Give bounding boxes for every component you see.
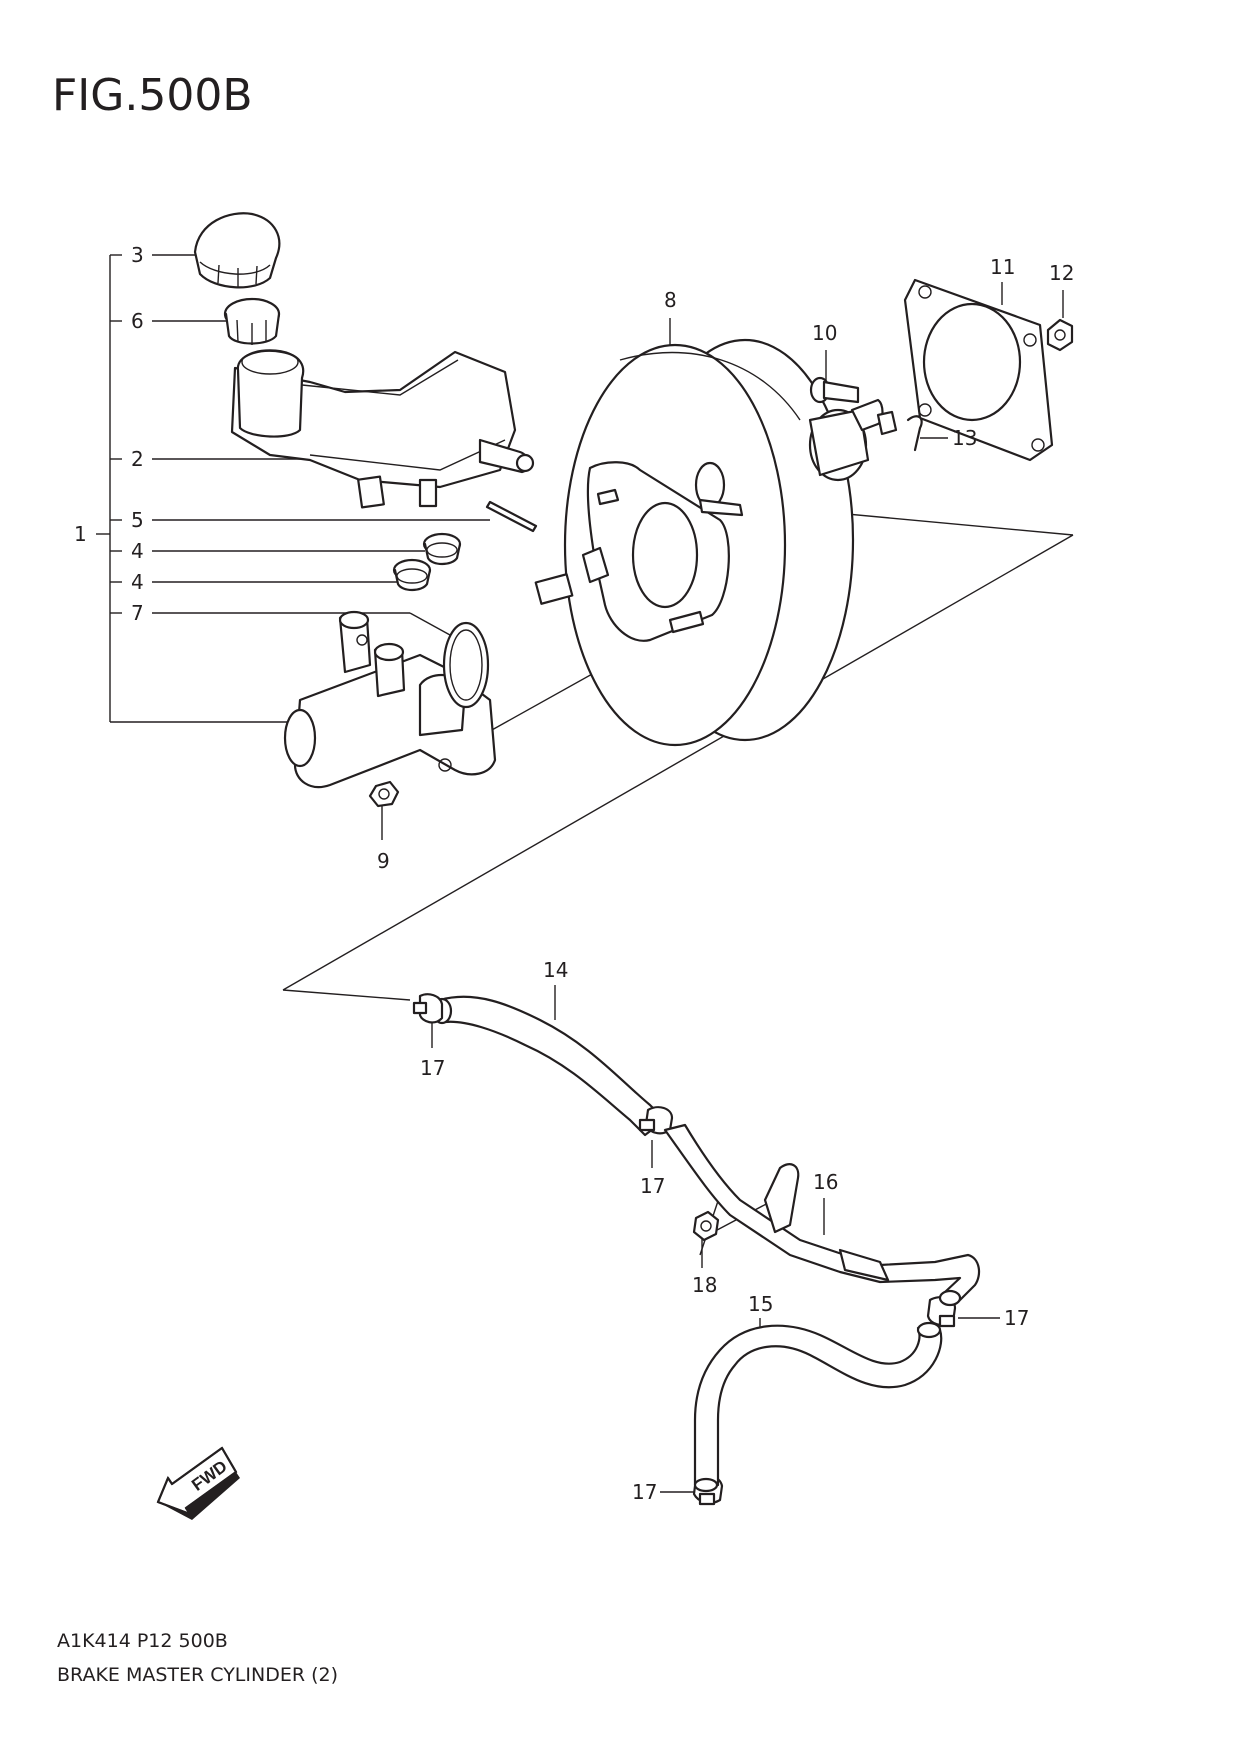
callout-17-c: 17 xyxy=(1004,1306,1029,1330)
master-cylinder xyxy=(283,610,497,789)
callout-4-upper: 4 xyxy=(131,539,144,563)
hose-clamp-a xyxy=(412,993,444,1024)
callout-13: 13 xyxy=(952,426,977,450)
brake-booster xyxy=(534,338,898,747)
callout-6: 6 xyxy=(131,309,144,333)
callout-1: 1 xyxy=(74,522,87,546)
booster-gasket xyxy=(903,278,1054,462)
figure-code: A1K414 P12 500B xyxy=(57,1630,228,1652)
callout-16: 16 xyxy=(813,1170,838,1194)
callout-17-b: 17 xyxy=(640,1174,665,1198)
check-valve-pipe xyxy=(663,1123,981,1307)
callout-17-d: 17 xyxy=(632,1480,657,1504)
callout-10: 10 xyxy=(812,321,837,345)
reservoir-tank xyxy=(230,349,535,509)
callout-11: 11 xyxy=(990,255,1015,279)
callout-14: 14 xyxy=(543,958,568,982)
reservoir-filter xyxy=(223,297,281,345)
callout-labels: 1 3 6 2 5 4 4 7 8 9 10 11 12 13 14 17 17… xyxy=(74,243,1074,1504)
callout-3: 3 xyxy=(131,243,144,267)
callout-2: 2 xyxy=(131,447,144,471)
retaining-pin xyxy=(485,500,538,533)
reservoir-cap xyxy=(193,212,281,289)
callout-18: 18 xyxy=(692,1273,717,1297)
callout-8: 8 xyxy=(664,288,677,312)
assembly-bracket xyxy=(96,254,290,723)
callout-5: 5 xyxy=(131,508,144,532)
vacuum-hose-lower xyxy=(693,1321,943,1493)
retaining-clip xyxy=(906,415,923,452)
callout-12: 12 xyxy=(1049,261,1074,285)
vacuum-hose xyxy=(431,995,667,1137)
grommet-lower xyxy=(392,558,432,592)
gasket-nut xyxy=(1046,318,1074,352)
callout-17-a: 17 xyxy=(420,1056,445,1080)
figure-caption: BRAKE MASTER CYLINDER (2) xyxy=(57,1664,339,1686)
mounting-nut xyxy=(368,780,400,808)
callout-7: 7 xyxy=(131,601,144,625)
grommet-upper xyxy=(422,532,462,566)
fwd-arrow-icon: FWD xyxy=(156,1446,240,1520)
clevis-pin xyxy=(809,376,860,404)
pipe-nut xyxy=(692,1210,720,1242)
callout-4-lower: 4 xyxy=(131,570,144,594)
figure-title: FIG.500B xyxy=(52,70,253,121)
callout-9: 9 xyxy=(377,849,390,873)
callout-15: 15 xyxy=(748,1292,773,1316)
